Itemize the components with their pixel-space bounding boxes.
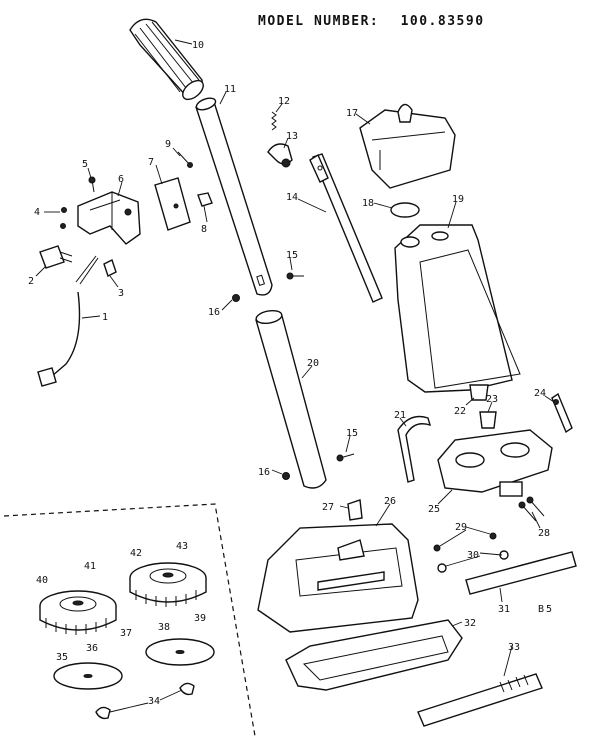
part-4-screws[interactable] <box>60 207 67 229</box>
label-part-9: 9 <box>165 139 171 150</box>
part-29-fastener[interactable] <box>433 532 497 552</box>
section-code: B5 <box>538 604 554 615</box>
part-28-screws[interactable] <box>518 496 545 522</box>
label-part-41: 41 <box>84 561 96 572</box>
label-part-12: 12 <box>278 96 290 107</box>
part-15-screw-upper[interactable] <box>286 272 304 280</box>
label-part-15-lower: 15 <box>346 428 358 439</box>
label-part-3: 3 <box>118 288 124 299</box>
label-part-35: 35 <box>56 652 68 663</box>
part-16-nut-upper[interactable] <box>232 294 240 302</box>
part-7-plate[interactable] <box>154 177 191 231</box>
label-part-16-lower: 16 <box>258 467 270 478</box>
label-part-38: 38 <box>158 622 170 633</box>
part-5-screw[interactable] <box>88 176 96 193</box>
part-25-motor-adapter[interactable] <box>437 429 553 497</box>
leader-lines <box>35 39 555 713</box>
label-part-18: 18 <box>362 198 374 209</box>
part-22-fitting[interactable] <box>469 384 489 401</box>
part-23-fitting[interactable] <box>479 411 497 429</box>
label-part-19: 19 <box>452 194 464 205</box>
label-part-1: 1 <box>102 312 108 323</box>
part-42-43-scrub-brush[interactable] <box>129 562 207 607</box>
part-1-power-cord[interactable] <box>37 255 99 387</box>
model-number-label: MODEL NUMBER: <box>258 14 380 29</box>
part-31-bumper-strip[interactable] <box>465 551 577 595</box>
label-part-23: 23 <box>486 394 498 405</box>
part-8-nut[interactable] <box>197 192 213 207</box>
label-part-14: 14 <box>286 192 298 203</box>
part-40-41-scrub-brush[interactable] <box>39 590 117 635</box>
part-12-spring[interactable] <box>271 111 277 131</box>
part-34-pad-clips[interactable] <box>95 682 195 720</box>
label-part-25: 25 <box>428 504 440 515</box>
label-part-27: 27 <box>322 502 334 513</box>
part-number-labels: 10 11 12 13 14 17 18 19 9 7 8 5 6 4 2 3 … <box>28 40 554 707</box>
label-part-24: 24 <box>534 388 546 399</box>
label-part-30: 30 <box>467 550 479 561</box>
label-part-40: 40 <box>36 575 48 586</box>
part-2-switch[interactable] <box>39 245 73 269</box>
part-15-screw-lower[interactable] <box>336 453 355 462</box>
label-part-17: 17 <box>346 108 358 119</box>
label-part-5: 5 <box>82 159 88 170</box>
label-part-15-upper: 15 <box>286 250 298 261</box>
part-16-nut-lower[interactable] <box>282 472 290 480</box>
label-part-34: 34 <box>148 696 160 707</box>
label-part-31: 31 <box>498 604 510 615</box>
part-13-clamp[interactable] <box>267 143 293 168</box>
part-18-plug[interactable] <box>390 202 420 218</box>
model-number-heading: MODEL NUMBER: 100.83590 <box>258 14 485 29</box>
part-24-latch[interactable] <box>551 392 573 434</box>
part-3-connector[interactable] <box>103 259 117 277</box>
part-19-bag-housing[interactable] <box>394 224 521 393</box>
label-part-10: 10 <box>192 40 204 51</box>
model-number-value: 100.83590 <box>400 14 485 29</box>
label-part-21: 21 <box>394 410 406 421</box>
label-part-2: 2 <box>28 276 34 287</box>
part-38-39-pad[interactable] <box>145 638 215 666</box>
part-14-cord-hook-bar[interactable] <box>309 153 383 303</box>
part-33-brush-strip[interactable] <box>417 673 543 727</box>
label-part-16-upper: 16 <box>208 307 220 318</box>
label-part-37: 37 <box>120 628 132 639</box>
label-part-20: 20 <box>307 358 319 369</box>
part-6-mounting-bracket[interactable] <box>77 191 141 245</box>
label-part-4: 4 <box>34 207 40 218</box>
label-part-39: 39 <box>194 613 206 624</box>
part-20-lower-handle-tube[interactable] <box>255 309 327 489</box>
label-part-42: 42 <box>130 548 142 559</box>
label-part-7: 7 <box>148 157 154 168</box>
part-17-bag-cover-top[interactable] <box>359 103 456 189</box>
label-part-13: 13 <box>286 131 298 142</box>
part-10-handle-grip[interactable] <box>129 18 207 103</box>
part-9-screw[interactable] <box>177 151 193 168</box>
part-26-motor-housing[interactable] <box>257 523 419 633</box>
label-part-6: 6 <box>118 174 124 185</box>
part-11-upper-handle-tube[interactable] <box>195 96 273 296</box>
label-part-33: 33 <box>508 642 520 653</box>
label-part-26: 26 <box>384 496 396 507</box>
label-part-28: 28 <box>538 528 550 539</box>
label-part-11: 11 <box>224 84 236 95</box>
part-32-base-tray[interactable] <box>285 619 463 691</box>
label-part-43: 43 <box>176 541 188 552</box>
label-part-36: 36 <box>86 643 98 654</box>
label-part-32: 32 <box>464 618 476 629</box>
part-35-36-pad[interactable] <box>53 662 123 690</box>
part-21-hose[interactable] <box>397 415 432 483</box>
label-part-29: 29 <box>455 522 467 533</box>
accessory-section-boundary <box>3 503 256 737</box>
label-part-8: 8 <box>201 224 207 235</box>
part-27-knob[interactable] <box>347 499 363 521</box>
label-part-22: 22 <box>454 406 466 417</box>
